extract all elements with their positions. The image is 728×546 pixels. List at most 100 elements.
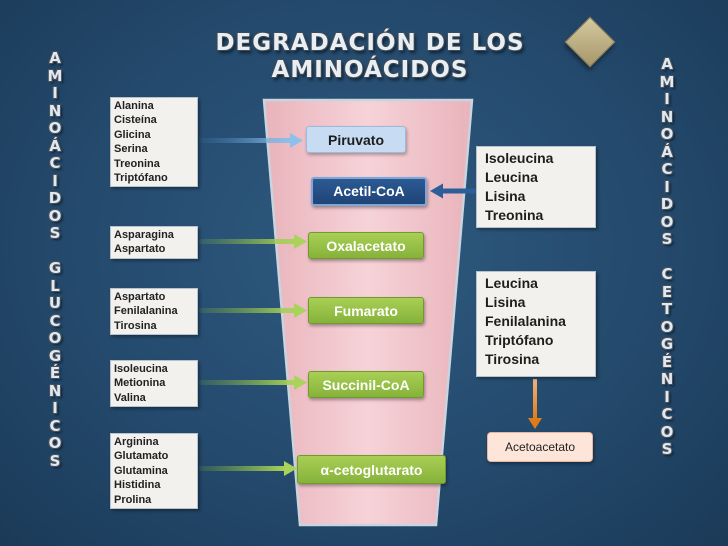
left-letter: S xyxy=(49,451,61,470)
left-letter: É xyxy=(49,364,61,382)
right-letter: G xyxy=(660,335,674,353)
left-letter: O xyxy=(48,329,62,347)
left-letter: O xyxy=(48,119,62,137)
left-letter: G xyxy=(48,259,62,277)
right-letter: I xyxy=(664,90,670,108)
left-letter: N xyxy=(48,101,62,120)
product-alfa-cetoglutarato: α-cetoglutarato xyxy=(297,455,446,484)
left-letter: S xyxy=(49,224,61,242)
amino-acid-item: Lisina xyxy=(485,188,526,204)
amino-acid-item: Isoleucina xyxy=(485,150,554,166)
amino-acid-item: Treonina xyxy=(485,207,544,223)
right-group-1: Isoleucina Leucina Lisina Treonina xyxy=(476,146,596,228)
arrow-to-piruvato xyxy=(199,133,303,148)
amino-acid-item: Histidina xyxy=(114,479,161,492)
left-group-4: Isoleucina Metionina Valina xyxy=(110,360,198,408)
amino-acid-item: Glutamina xyxy=(114,464,168,477)
amino-acid-item: Fenilalanina xyxy=(485,313,566,329)
amino-acid-item: Triptófano xyxy=(485,332,554,348)
product-piruvato: Piruvato xyxy=(306,126,406,153)
left-letter: I xyxy=(52,399,58,417)
left-letter: A xyxy=(49,49,61,67)
right-letter: S xyxy=(661,440,673,458)
right-letter: O xyxy=(660,125,674,143)
arrow-to-alfa-cetoglutarato xyxy=(199,461,297,476)
arrow-to-oxalacetato xyxy=(199,234,307,249)
left-letter: C xyxy=(49,311,61,330)
right-letter: D xyxy=(660,195,674,213)
amino-acid-item: Leucina xyxy=(485,275,538,291)
amino-acid-item: Glicina xyxy=(114,128,151,141)
right-letter: A xyxy=(661,55,673,73)
arrow-to-succinil-coa xyxy=(199,375,307,390)
amino-acid-item: Arginina xyxy=(114,436,159,448)
right-letter: N xyxy=(660,107,674,126)
right-letter: C xyxy=(661,265,673,283)
diagram-title: DEGRADACIÓN DE LOS AMINOÁCIDOS xyxy=(200,30,540,84)
amino-acid-item: Alanina xyxy=(114,100,154,112)
amino-acid-item: Asparagina xyxy=(114,229,174,241)
right-letter: O xyxy=(660,212,674,231)
right-letter: E xyxy=(661,282,673,301)
right-letter: N xyxy=(660,370,674,388)
right-letter: Á xyxy=(661,142,673,161)
title-line-1: DEGRADACIÓN DE LOS xyxy=(215,30,525,56)
amino-acid-item: Serina xyxy=(114,143,148,156)
product-acetil-coa: Acetil-CoA xyxy=(311,177,427,206)
amino-acid-item: Leucina xyxy=(485,169,538,185)
amino-acid-item: Valina xyxy=(114,391,146,404)
right-letter: T xyxy=(661,300,673,318)
amino-acid-item: Metionina xyxy=(114,377,166,390)
arrow-to-acetil-coa xyxy=(430,183,477,199)
right-letter: O xyxy=(660,422,674,441)
left-group-5: Arginina Glutamato Glutamina Histidina P… xyxy=(110,433,198,510)
product-succinil-coa: Succinil-CoA xyxy=(308,371,424,398)
amino-acid-item: Aspartato xyxy=(114,291,166,303)
right-letter: C xyxy=(661,160,673,178)
title-line-2: AMINOÁCIDOS xyxy=(271,57,469,83)
amino-acid-item: Tirosina xyxy=(114,319,157,332)
left-group-1: Alanina Cisteína Glicina Serina Treonina… xyxy=(110,97,198,188)
product-acetoacetato: Acetoacetato xyxy=(487,432,593,462)
amino-acid-item: Treonina xyxy=(114,157,160,170)
right-letter: É xyxy=(661,352,673,371)
right-letter: C xyxy=(661,405,673,423)
amino-acid-item: Aspartato xyxy=(114,243,166,256)
right-group-2: Leucina Lisina Fenilalanina Triptófano T… xyxy=(476,271,596,377)
amino-acid-item: Prolina xyxy=(114,493,152,506)
left-letter: I xyxy=(52,171,58,190)
right-letter: M xyxy=(659,72,675,91)
left-letter: C xyxy=(49,154,61,172)
amino-acid-item: Isoleucina xyxy=(114,363,168,375)
left-letter: I xyxy=(52,84,58,102)
arrow-to-fumarato xyxy=(199,303,307,318)
right-letter: I xyxy=(664,387,670,406)
left-letter: L xyxy=(50,276,60,295)
amino-acid-item: Glutamato xyxy=(114,450,169,463)
right-letter: O xyxy=(660,317,674,336)
left-letter: G xyxy=(48,346,62,365)
right-letter: I xyxy=(664,177,670,196)
left-letter: O xyxy=(48,434,62,452)
left-letter: Á xyxy=(49,136,61,155)
left-letter: O xyxy=(48,206,62,225)
product-oxalacetato: Oxalacetato xyxy=(308,232,424,259)
left-letter: U xyxy=(48,294,62,312)
right-vertical-label: A M I N O Á C I D O S C E T O G É N I C … xyxy=(654,55,680,459)
left-vertical-label: A M I N O Á C I D O S G L U C O G É N I … xyxy=(42,49,68,470)
amino-acid-item: Fenilalanina xyxy=(114,305,178,318)
right-letter: S xyxy=(661,230,673,248)
left-group-2: Asparagina Aspartato xyxy=(110,226,198,259)
left-letter: M xyxy=(47,66,63,85)
left-letter: N xyxy=(48,381,62,400)
amino-acid-item: Lisina xyxy=(485,294,526,310)
amino-acid-item: Cisteína xyxy=(114,114,157,127)
left-letter: C xyxy=(49,416,61,435)
left-group-3: Aspartato Fenilalanina Tirosina xyxy=(110,288,198,336)
product-fumarato: Fumarato xyxy=(308,297,424,324)
left-letter: D xyxy=(48,189,62,207)
amino-acid-item: Triptófano xyxy=(114,172,168,185)
amino-acid-item: Tirosina xyxy=(485,351,540,367)
